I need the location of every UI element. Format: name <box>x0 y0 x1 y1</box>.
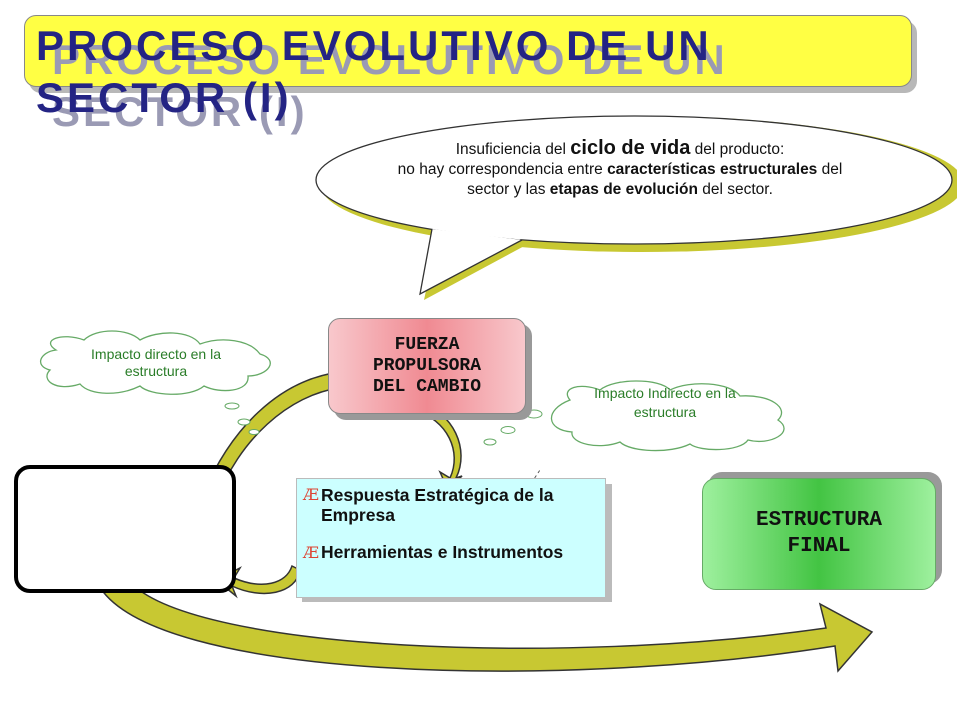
final-structure-box: ESTRUCTURA FINAL <box>702 478 936 590</box>
bubble-text-part: Insuficiencia del <box>455 141 571 158</box>
bullet-icon: Æ <box>303 543 320 562</box>
title-line-2: SECTOR (I) <box>36 74 292 121</box>
bubble-text-part: no hay correspondencia entre <box>397 161 608 178</box>
driving-force-label: FUERZA PROPULSORA DEL CAMBIO <box>372 334 482 397</box>
dashed-hint <box>527 469 541 489</box>
page-title: PROCESO EVOLUTIVO DE UN SECTOR (I) <box>36 20 896 124</box>
bubble-text-part: del producto: <box>690 141 785 158</box>
initial-structure-box <box>14 465 236 593</box>
bubble-text-part: del sector. <box>697 181 773 198</box>
final-structure-label: ESTRUCTURA FINAL <box>755 509 883 558</box>
driving-force-box: FUERZA PROPULSORA DEL CAMBIO <box>328 318 526 414</box>
bullet-icon: Æ <box>303 485 320 504</box>
strategy-box: Æ Respuesta Estratégica de la Empresa Æ … <box>296 478 606 598</box>
bubble-text-part: del sector y las <box>467 161 843 198</box>
bubble-text-emphasis: ciclo de vida <box>570 137 691 159</box>
title-banner <box>24 15 912 87</box>
bubble-text-emphasis: características estructurales <box>607 161 818 178</box>
cloud-direct-impact <box>40 330 271 395</box>
cloud-direct-label: Impacto directo en la estructura <box>91 346 221 379</box>
bubble-text-emphasis: etapas de evolución <box>549 181 698 198</box>
big-curved-arrow <box>96 583 874 673</box>
speech-bubble-shape <box>315 115 957 300</box>
strategy-item: Æ Herramientas e Instrumentos <box>303 542 591 565</box>
strategy-item-label: Herramientas e Instrumentos <box>321 542 564 562</box>
cloud-indirect-impact <box>550 380 785 452</box>
title-line-1: PROCESO EVOLUTIVO DE UN <box>36 22 712 69</box>
strategy-item: Æ Respuesta Estratégica de la Empresa <box>303 485 591 525</box>
strategy-item-label: Respuesta Estratégica de la Empresa <box>321 485 554 525</box>
speech-bubble-text: Insuficiencia del ciclo de vida del prod… <box>380 138 860 200</box>
cloud-indirect-label: Impacto Indirecto en la estructura <box>594 385 736 420</box>
